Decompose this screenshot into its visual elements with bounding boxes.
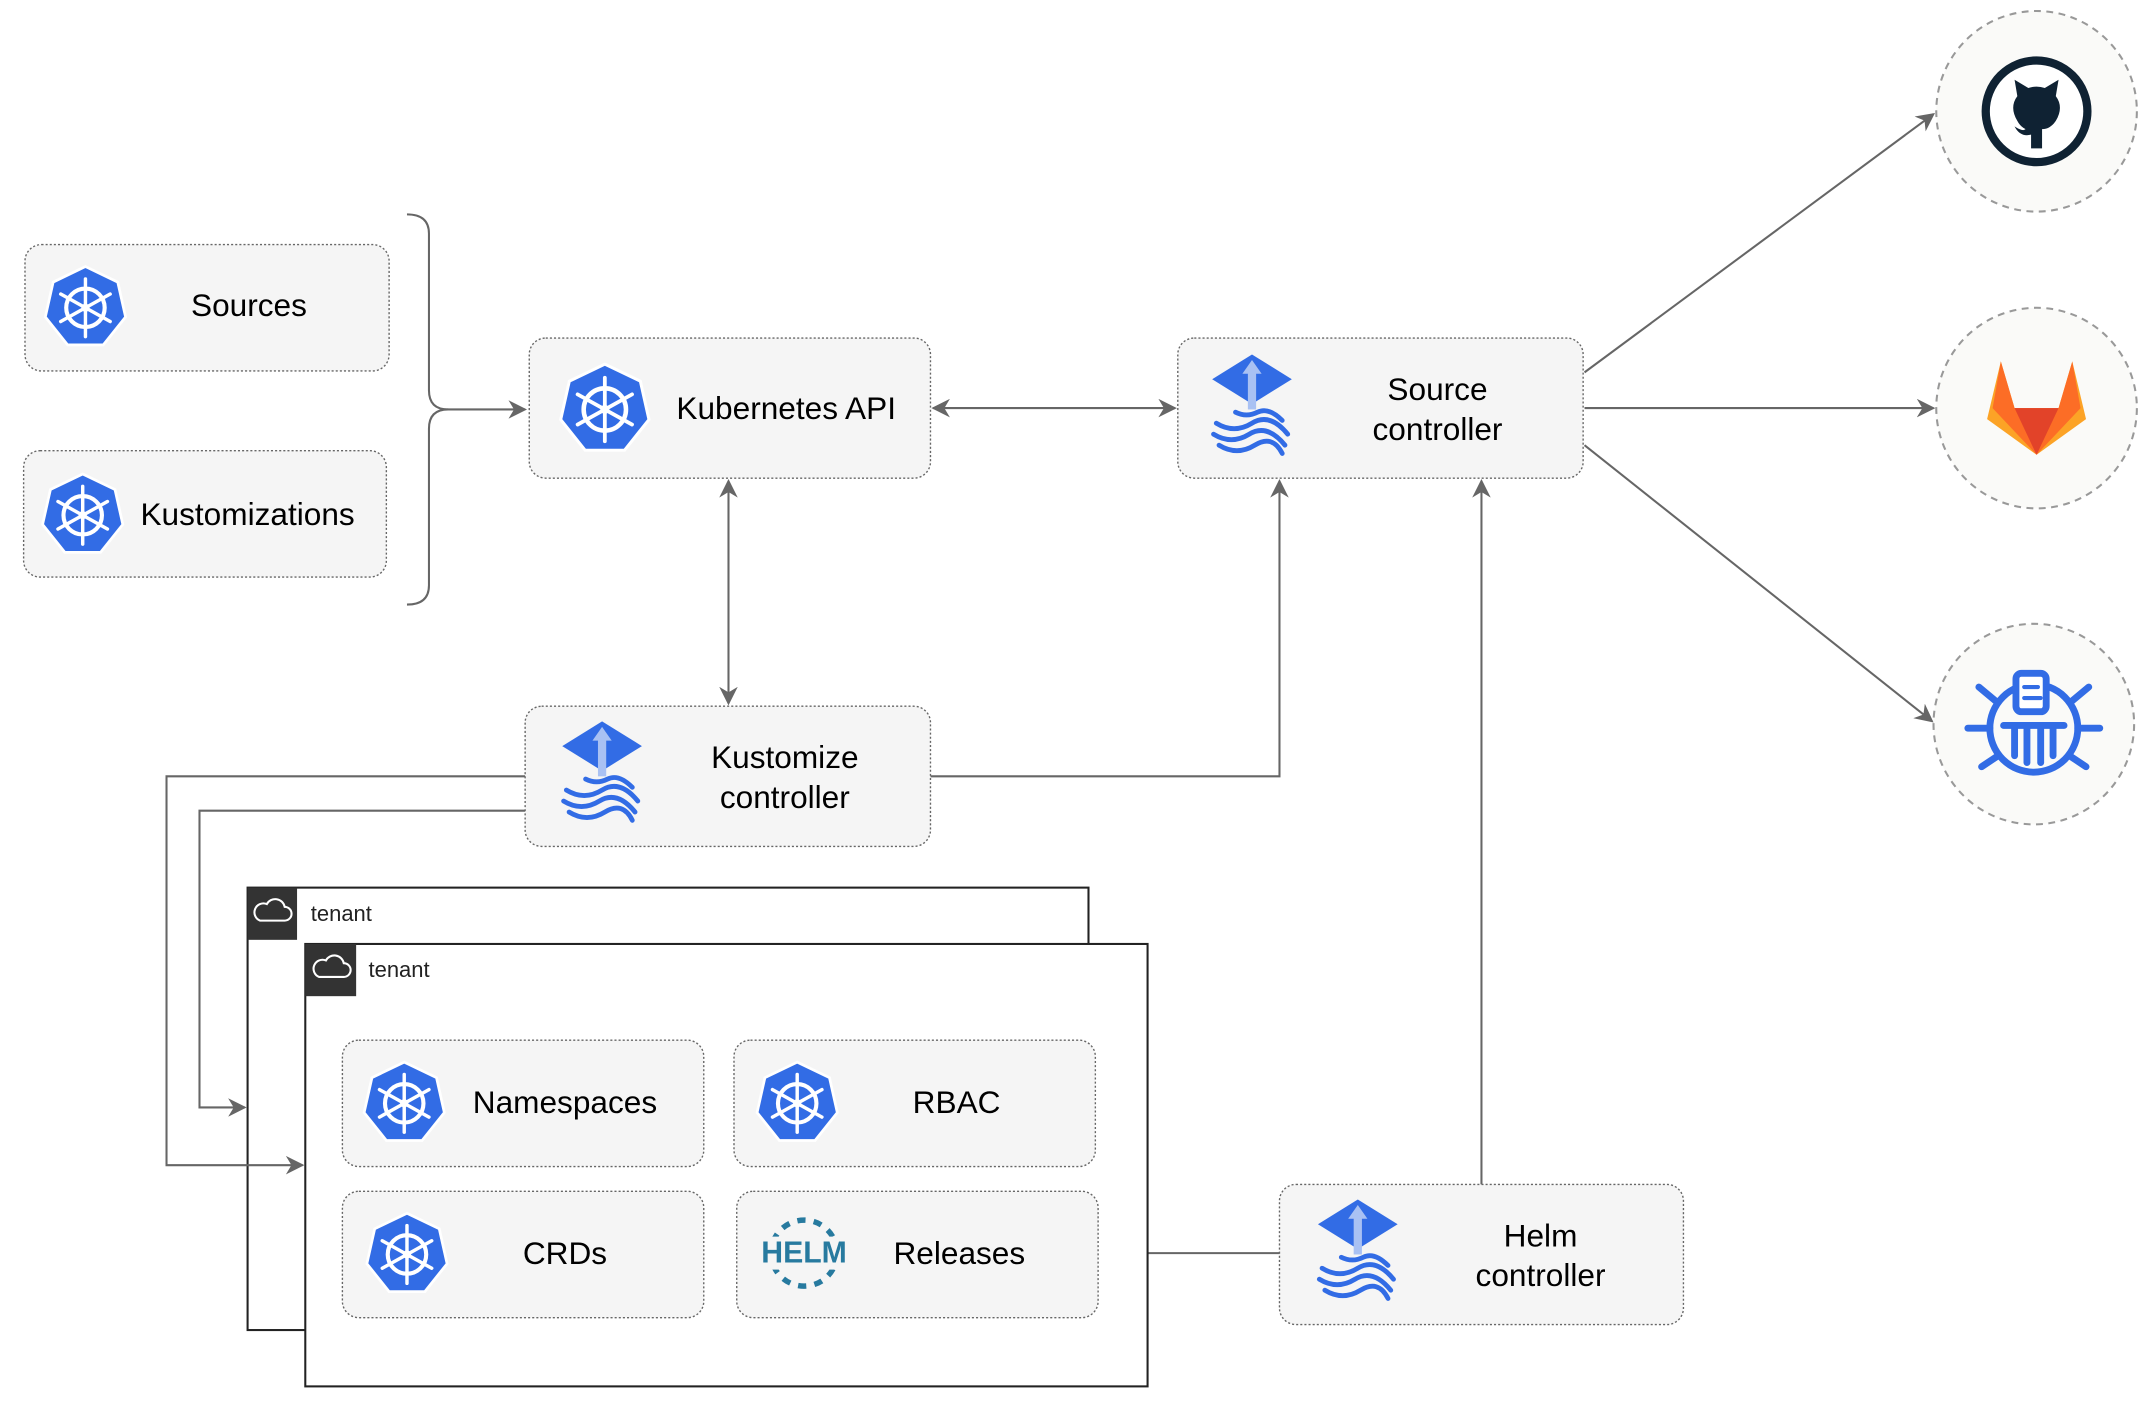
edge-kustomize-tenant-back — [198, 809, 526, 1117]
node-kustomize-controller[interactable]: Kustomize controller — [524, 705, 932, 848]
helm-icon: HELM — [761, 1217, 847, 1289]
bracket — [406, 213, 449, 411]
node-label: RBAC — [913, 1084, 1001, 1120]
node-label: controller — [720, 779, 850, 815]
node-label: Sources — [191, 287, 307, 323]
node-label: controller — [1373, 411, 1503, 447]
node-label: Kubernetes API — [676, 390, 896, 426]
node-namespaces[interactable]: Namespaces — [341, 1039, 705, 1168]
node-label: Source — [1387, 371, 1487, 407]
node-helm-controller[interactable]: Helm controller — [1278, 1183, 1685, 1326]
node-label: Namespaces — [473, 1084, 657, 1120]
github-icon — [1981, 56, 2092, 167]
node-label: Helm — [1504, 1217, 1578, 1253]
node-sources[interactable]: Sources — [24, 243, 390, 372]
node-label: Kustomize — [711, 739, 858, 775]
tenant-label: tenant — [369, 957, 430, 982]
node-releases[interactable]: HELM Releases — [736, 1190, 1099, 1319]
node-label: Kustomizations — [140, 496, 354, 532]
edge-kustomize-tenant-front — [165, 775, 526, 1175]
svg-text:HELM: HELM — [761, 1236, 847, 1269]
edge-source-github — [1583, 112, 1936, 374]
node-kustomizations[interactable]: Kustomizations — [22, 449, 388, 578]
node-label: controller — [1476, 1257, 1606, 1293]
edge-kustomize-source — [930, 479, 1289, 778]
tenant-label: tenant — [311, 901, 372, 926]
node-label: Releases — [893, 1235, 1025, 1271]
node-kubernetes-api[interactable]: Kubernetes API — [528, 337, 932, 479]
node-rbac[interactable]: RBAC — [733, 1039, 1097, 1168]
external-github[interactable] — [1935, 9, 2138, 213]
edge-source-bucket — [1583, 444, 1934, 723]
node-label: CRDs — [523, 1235, 607, 1271]
bucket-icon — [1964, 669, 2104, 776]
external-gitlab[interactable] — [1935, 306, 2138, 510]
external-bucket[interactable] — [1932, 622, 2136, 826]
edge-crds-to-api — [406, 400, 527, 606]
gitlab-icon — [1987, 361, 2087, 455]
node-crds[interactable]: CRDs — [341, 1190, 705, 1319]
node-source-controller[interactable]: Source controller — [1177, 337, 1584, 479]
